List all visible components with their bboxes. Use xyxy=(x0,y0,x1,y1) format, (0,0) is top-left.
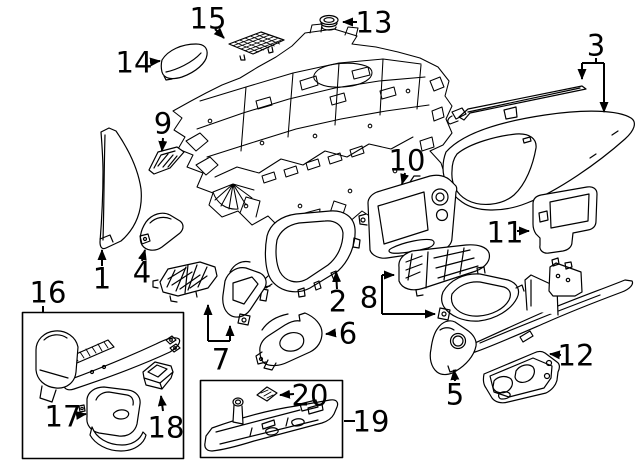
callout-18-leader xyxy=(157,395,167,412)
callout-9-label[interactable]: 9 xyxy=(154,106,172,140)
callout-17-label[interactable]: 17 xyxy=(45,399,82,433)
part-10-center-stack-panel xyxy=(358,174,458,259)
callout-6-label[interactable]: 6 xyxy=(339,316,357,350)
callout-5-leader xyxy=(450,369,460,382)
callout-15-label[interactable]: 15 xyxy=(190,1,227,35)
callout-3-label[interactable]: 3 xyxy=(587,28,605,62)
part-15-speaker-grille xyxy=(228,31,285,61)
part-13-grommet-cap xyxy=(319,14,339,31)
part-17-glove-box xyxy=(78,386,147,452)
box-19-group xyxy=(199,379,344,459)
callout-12-leader xyxy=(549,350,562,360)
part-18-storage-tray-insert xyxy=(142,361,174,390)
part-3-windshield-trim-strip xyxy=(447,85,587,125)
part-12-storage-tray xyxy=(482,350,560,404)
part-9-corner-vent xyxy=(148,146,185,175)
part-6-column-trim xyxy=(255,312,323,371)
callout-2-label[interactable]: 2 xyxy=(329,284,347,318)
callout-17-leader xyxy=(75,410,87,420)
callout-1-label[interactable]: 1 xyxy=(93,261,111,295)
callout-16-label[interactable]: 16 xyxy=(30,275,67,309)
callout-14-leader xyxy=(149,57,161,67)
callout-10-leader xyxy=(400,172,409,185)
callout-18-label[interactable]: 18 xyxy=(148,410,185,444)
callout-20-label[interactable]: 20 xyxy=(292,378,329,412)
part-8-vent-duct xyxy=(437,266,525,322)
callout-8-label[interactable]: 8 xyxy=(360,280,378,314)
callout-14-label[interactable]: 14 xyxy=(116,45,153,79)
callout-4-leader xyxy=(138,249,147,262)
callout-11-label[interactable]: 11 xyxy=(487,215,524,249)
part-20-clip xyxy=(256,386,278,402)
callout-15-leader xyxy=(213,27,225,39)
part-4-end-trim xyxy=(139,212,184,251)
callout-20-leader xyxy=(279,389,295,399)
part-19-bracket-assembly xyxy=(204,397,339,452)
callout-10-label[interactable]: 10 xyxy=(389,143,426,177)
part-1-a-pillar-trim xyxy=(99,127,142,250)
box-16-group xyxy=(21,311,185,460)
part-14-end-cap xyxy=(160,43,208,81)
callout-4-label[interactable]: 4 xyxy=(133,255,151,289)
part-5-lower-trim-panel xyxy=(429,257,634,376)
callout-9-leader xyxy=(158,137,168,152)
callout-13-label[interactable]: 13 xyxy=(356,5,393,39)
part-11-display-trim-panel xyxy=(532,186,598,254)
callout-6-leader xyxy=(325,328,337,338)
box-19-border xyxy=(199,379,344,459)
part-ip-carrier-frame xyxy=(172,23,453,234)
part-7-left-air-vent xyxy=(152,261,218,303)
callout-12-label[interactable]: 12 xyxy=(558,338,595,372)
part-3-upper-dash-panel xyxy=(442,110,635,211)
part-16-lower-panel-assembly xyxy=(35,330,181,403)
callout-3-leader xyxy=(582,58,604,64)
part-8-center-air-vent xyxy=(398,244,491,297)
callout-7-label[interactable]: 7 xyxy=(212,342,230,376)
callout-19-label[interactable]: 19 xyxy=(353,404,390,438)
callout-2-leader xyxy=(332,271,342,290)
box-16-border xyxy=(21,311,185,460)
callout-5-label[interactable]: 5 xyxy=(446,377,464,411)
part-7-vent-housing xyxy=(222,260,267,326)
